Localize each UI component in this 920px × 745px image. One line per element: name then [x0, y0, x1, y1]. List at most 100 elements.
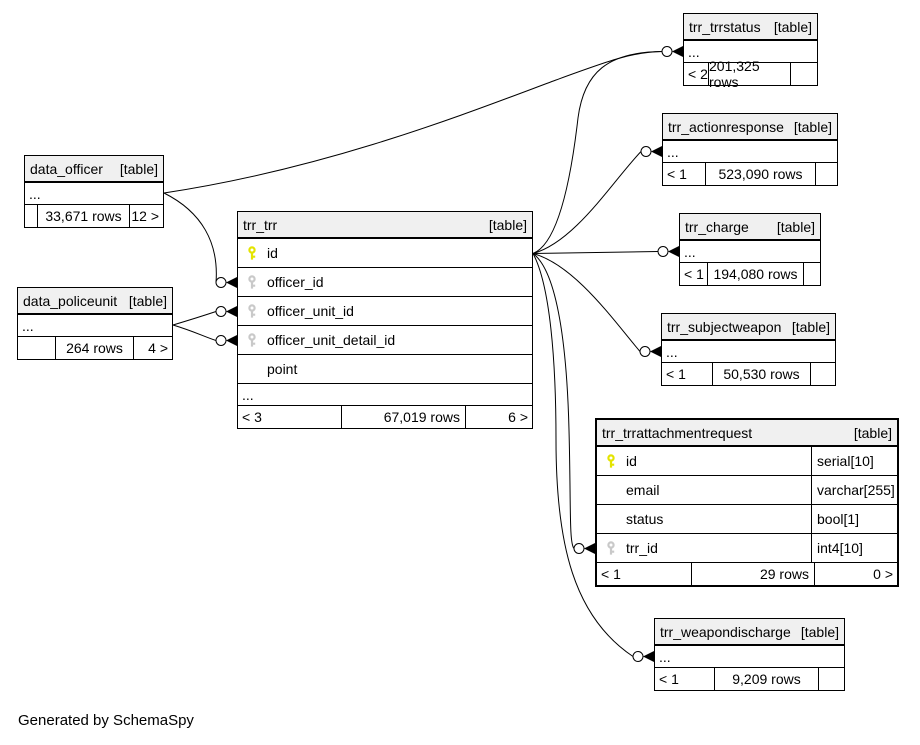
child-count	[791, 63, 817, 85]
elided-columns-row: ...	[18, 315, 172, 337]
edge-trr_trr-to-trr_actionresponse	[532, 151, 642, 254]
parent-count[interactable]: < 3	[238, 406, 342, 428]
foreign-key-icon	[247, 332, 257, 348]
circle-trr_trrstatus	[661, 46, 673, 57]
table-node-trr_charge[interactable]: trr_charge [table] ... < 1 194,080 rows	[679, 213, 821, 286]
elided-columns-row: ...	[680, 241, 820, 263]
table-type-tag: [table]	[793, 118, 832, 135]
column-name: id	[626, 453, 637, 469]
table-type-tag: [table]	[773, 18, 812, 35]
table-header: trr_subjectweapon [table]	[662, 314, 835, 341]
table-footer: < 2 201,325 rows	[684, 58, 817, 90]
circle-trr_charge	[657, 246, 669, 257]
child-count	[804, 263, 820, 285]
table-name[interactable]: trr_trr	[243, 216, 278, 233]
column-row-officer_unit_detail_id[interactable]: officer_unit_detail_id	[238, 326, 532, 355]
elided-columns-row: ...	[663, 141, 837, 163]
parent-count	[18, 337, 56, 359]
child-count: 0 >	[873, 566, 893, 582]
parent-count[interactable]: < 1	[655, 668, 715, 690]
elided-columns-row: ...	[238, 384, 532, 406]
crow-arrow-trr_weapondischarge	[643, 651, 654, 662]
child-count[interactable]: 4 >	[148, 340, 168, 356]
row-count: 201,325 rows	[709, 58, 791, 90]
child-count	[819, 668, 844, 690]
table-node-data_officer[interactable]: data_officer [table] ... 33,671 rows 12 …	[24, 155, 164, 228]
table-name[interactable]: data_policeunit	[23, 292, 118, 309]
no-key-spacer	[606, 483, 616, 498]
column-type: varchar[255]	[811, 476, 897, 504]
table-footer: < 1 50,530 rows	[662, 363, 835, 385]
primary-key-icon	[247, 245, 257, 261]
edge-trr_trr-to-trr_trrattachmentrequest	[532, 253, 575, 549]
column-row-officer_unit_id[interactable]: officer_unit_id	[238, 297, 532, 326]
table-name[interactable]: data_officer	[30, 160, 103, 177]
column-row-trr_id[interactable]: trr_id int4[10]	[597, 534, 897, 563]
table-type-tag: [table]	[119, 160, 158, 177]
table-name[interactable]: trr_charge	[685, 218, 749, 235]
crow-arrow-trr_trrattachmentrequest	[584, 543, 595, 554]
no-key-spacer	[247, 362, 257, 377]
parent-count[interactable]: < 1	[680, 263, 708, 285]
crow-arrow-officer_unit_detail_id	[226, 335, 237, 346]
crow-arrow-trr_trrstatus	[672, 46, 683, 57]
column-row-id[interactable]: id	[238, 239, 532, 268]
column-name: status	[626, 511, 664, 527]
table-header: trr_weapondischarge [table]	[655, 619, 844, 646]
table-footer: < 1 29 rows 0 >	[597, 563, 897, 585]
crow-arrow-trr_subjectweapon	[650, 346, 661, 357]
child-count[interactable]: 6 >	[508, 409, 528, 425]
column-row-point[interactable]: point	[238, 355, 532, 384]
child-count	[816, 163, 837, 185]
table-name[interactable]: trr_subjectweapon	[667, 318, 782, 335]
table-node-trr_trr[interactable]: trr_trr [table] id officer_id officer_un…	[237, 211, 533, 429]
row-count: 29 rows	[692, 563, 815, 585]
circle-trr_weapondischarge	[632, 651, 644, 662]
column-row-id[interactable]: id serial[10]	[597, 447, 897, 476]
row-count: 67,019 rows	[342, 406, 466, 428]
table-name[interactable]: trr_trrattachmentrequest	[602, 424, 753, 441]
parent-count[interactable]: < 1	[663, 163, 706, 185]
parent-count[interactable]: < 1	[597, 563, 692, 585]
no-key-spacer	[606, 512, 616, 527]
table-header: trr_charge [table]	[680, 214, 820, 241]
column-name: officer_unit_id	[267, 303, 354, 319]
parent-count[interactable]: < 2	[684, 63, 709, 85]
edge-data_policeunit-to-trr_trr-unit	[172, 311, 217, 326]
crow-arrow-officer_id	[226, 277, 237, 288]
column-name: id	[267, 245, 278, 261]
elided-columns-row: ...	[655, 646, 844, 668]
foreign-key-icon	[247, 274, 257, 290]
table-node-trr_weapondischarge[interactable]: trr_weapondischarge [table] ... < 1 9,20…	[654, 618, 845, 691]
parent-count	[25, 205, 38, 227]
column-row-email[interactable]: email varchar[255]	[597, 476, 897, 505]
table-type-tag: [table]	[776, 218, 815, 235]
table-name[interactable]: trr_actionresponse	[668, 118, 784, 135]
generated-by-note: Generated by SchemaSpy	[18, 712, 194, 729]
table-node-data_policeunit[interactable]: data_policeunit [table] ... 264 rows 4 >	[17, 287, 173, 360]
child-count[interactable]: 12 >	[131, 208, 159, 224]
table-header: trr_trr [table]	[238, 212, 532, 239]
foreign-key-icon	[606, 540, 616, 556]
table-header: trr_trrattachmentrequest [table]	[597, 420, 897, 447]
circle-trr_actionresponse	[640, 146, 652, 157]
column-name: officer_id	[267, 274, 324, 290]
child-count	[811, 363, 835, 385]
parent-count[interactable]: < 1	[662, 363, 713, 385]
table-type-tag: [table]	[800, 623, 839, 640]
table-name[interactable]: trr_trrstatus	[689, 18, 761, 35]
column-row-officer_id[interactable]: officer_id	[238, 268, 532, 297]
table-type-tag: [table]	[853, 424, 892, 441]
table-node-trr_trrattachmentrequest[interactable]: trr_trrattachmentrequest [table] id seri…	[595, 418, 899, 587]
column-name: officer_unit_detail_id	[267, 332, 396, 348]
table-type-tag: [table]	[488, 216, 527, 233]
table-node-trr_subjectweapon[interactable]: trr_subjectweapon [table] ... < 1 50,530…	[661, 313, 836, 386]
table-name[interactable]: trr_weapondischarge	[660, 623, 791, 640]
column-row-status[interactable]: status bool[1]	[597, 505, 897, 534]
table-node-trr_actionresponse[interactable]: trr_actionresponse [table] ... < 1 523,0…	[662, 113, 838, 186]
row-count: 264 rows	[56, 337, 134, 359]
circle-trr_trrattachmentrequest	[573, 543, 585, 554]
table-node-trr_trrstatus[interactable]: trr_trrstatus [table] ... < 2 201,325 ro…	[683, 13, 818, 90]
circle-officer_unit_id	[215, 306, 227, 317]
